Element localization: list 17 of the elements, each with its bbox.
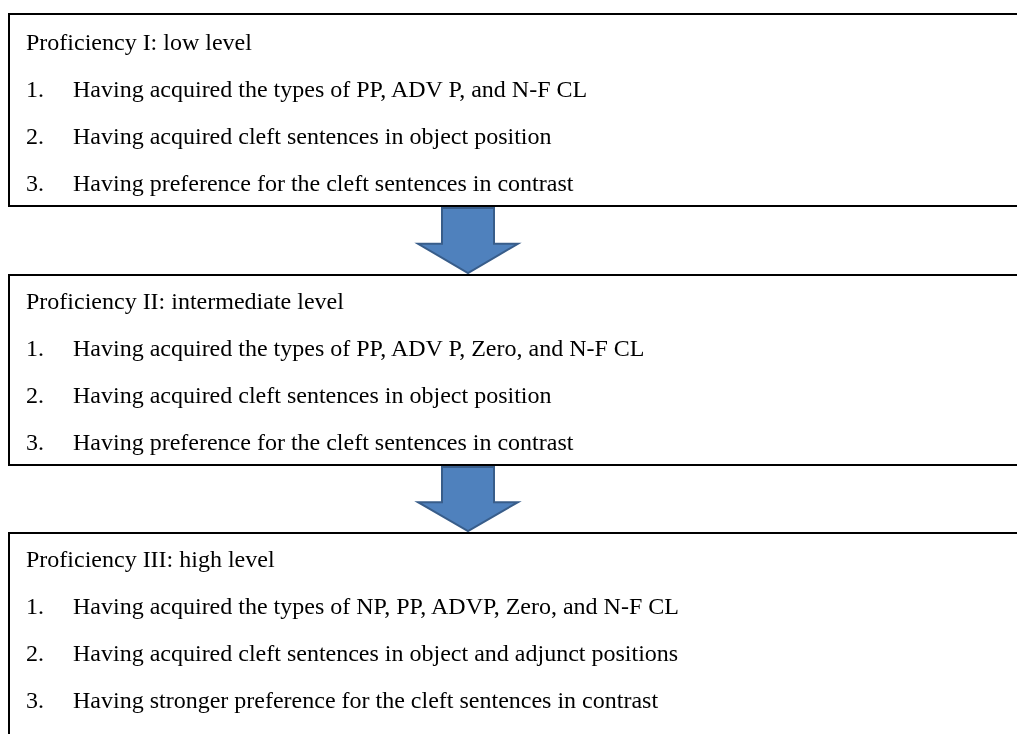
list-item: 2. Having acquired cleft sentences in object and adjunct positions (26, 639, 679, 668)
list-item: 2. Having acquired cleft sentences in object position (26, 381, 552, 410)
block-arrow (414, 207, 522, 275)
list-item: 3. Having stronger preference for the cleft sentences in contrast (26, 686, 659, 715)
level-heading: Proficiency I: low level (26, 28, 252, 57)
list-item: 1. Having acquired the types of NP, PP, ADVP, Zero, and N-F CL (26, 592, 679, 621)
list-item: 3. Having preference for the cleft sentences in contrast (26, 169, 574, 198)
block-arrow (414, 466, 522, 533)
level-heading: Proficiency II: intermediate level (26, 287, 344, 316)
text-box (8, 532, 1017, 734)
list-item: 1. Having acquired the types of PP, ADV P, and N-F CL (26, 75, 588, 104)
list-item: 1. Having acquired the types of PP, ADV P, Zero, and N-F CL (26, 334, 645, 363)
text-box (8, 274, 1017, 466)
list-item: 3. Having preference for the cleft sentences in contrast (26, 428, 574, 457)
level-heading: Proficiency III: high level (26, 545, 275, 574)
list-item: 2. Having acquired cleft sentences in object position (26, 122, 552, 151)
text-box (8, 13, 1017, 207)
